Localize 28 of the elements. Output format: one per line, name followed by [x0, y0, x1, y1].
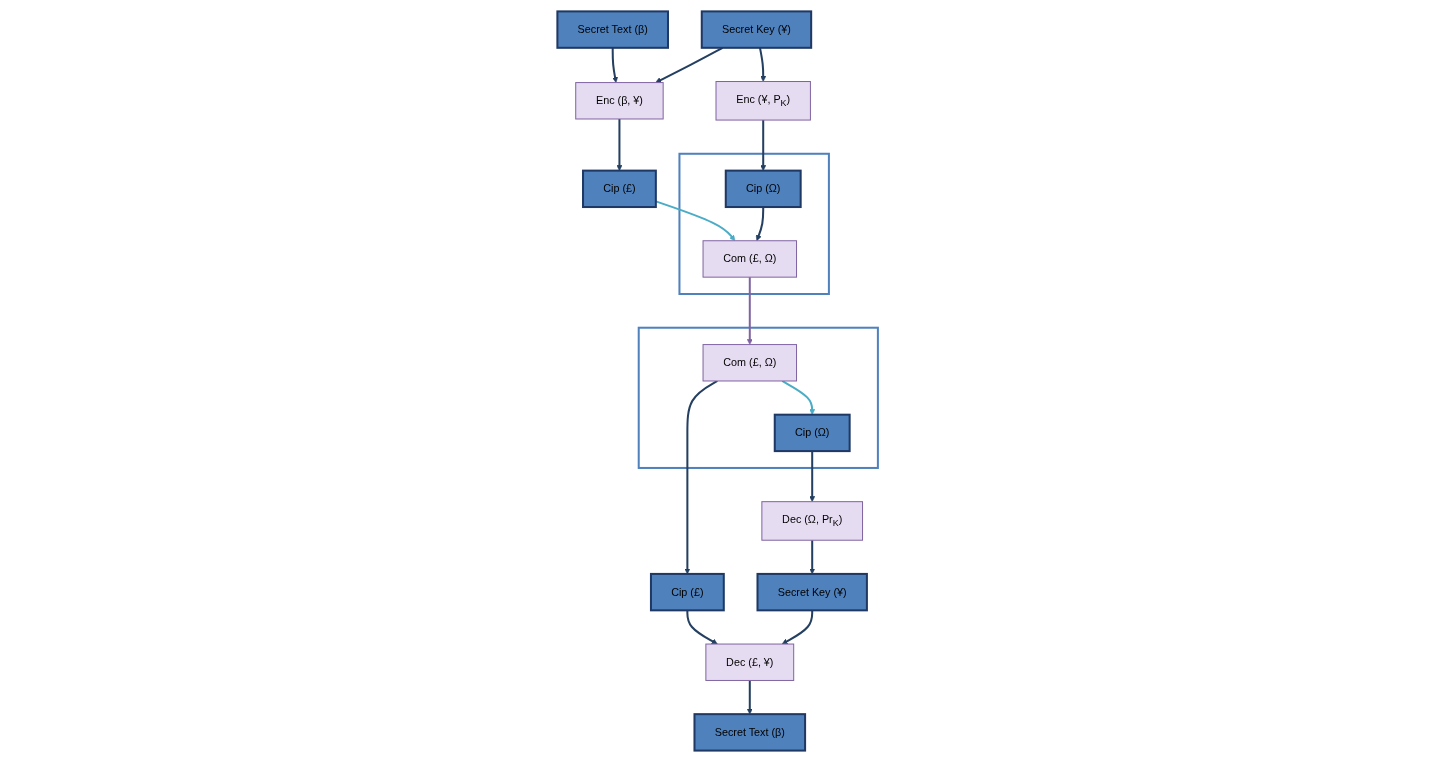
arrow [611, 47, 618, 83]
arrow [809, 451, 815, 502]
arrow [760, 120, 767, 171]
node-box: Enc (β, ¥) [575, 82, 664, 120]
arrow [655, 200, 736, 242]
node-box: Dec (Ω, Pr$_{K}$) [761, 501, 863, 541]
cluster [637, 326, 879, 469]
arrow [616, 119, 623, 171]
arrow [746, 680, 753, 715]
cluster [678, 152, 830, 296]
arrow [686, 610, 718, 645]
node-box: Cip (Ω) [773, 413, 851, 453]
node-box: Cip (Ω) [724, 169, 802, 209]
arrow [781, 380, 815, 415]
node-box: Secret Key (¥) [756, 572, 868, 612]
node-box: Enc (¥, P$_{K}$) [715, 81, 811, 121]
node-box: Cip (£) [649, 572, 725, 612]
arrow [746, 277, 753, 345]
node-box: Cip (£) [581, 169, 657, 209]
node-box: Com (£, Ω) [702, 344, 797, 382]
node-box: Secret Key (¥) [700, 10, 813, 49]
node-box: Dec (£, ¥) [705, 643, 795, 681]
node-box: Secret Text (β) [693, 713, 806, 752]
arrow [755, 207, 765, 242]
arrow [781, 610, 814, 645]
node-box: Secret Text (β) [556, 10, 669, 49]
node-box: Com (£, Ω) [702, 240, 797, 278]
arrow [758, 47, 767, 82]
